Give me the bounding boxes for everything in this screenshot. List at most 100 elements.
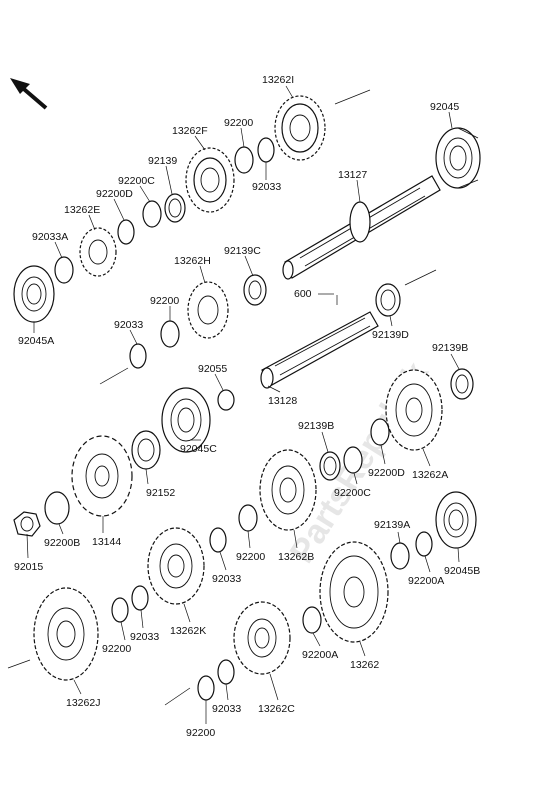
label-13262H: 13262H — [174, 255, 211, 267]
label-92200D: 92200D — [96, 188, 133, 200]
label-13127: 13127 — [338, 169, 367, 181]
label-92139B: 92139B — [298, 420, 334, 432]
label-92033: 92033 — [252, 181, 281, 193]
washer-92200C — [142, 200, 162, 228]
label-92015: 92015 — [14, 561, 43, 573]
oring-92055 — [217, 389, 235, 411]
needle-bearing-92139A — [390, 542, 410, 570]
label-92200: 92200 — [186, 727, 215, 739]
label-92033: 92033 — [130, 631, 159, 643]
circlip-92033 — [209, 527, 227, 553]
gear-13262B — [259, 449, 317, 531]
washer-92200D — [370, 418, 390, 446]
washer-92200 — [111, 597, 129, 623]
label-13262B: 13262B — [278, 551, 314, 563]
guide-line — [164, 687, 191, 706]
label-92139C: 92139C — [224, 245, 261, 257]
label-92200: 92200 — [102, 643, 131, 655]
label-92045A: 92045A — [18, 335, 54, 347]
label-13262E: 13262E — [64, 204, 100, 216]
label-13262A: 13262A — [412, 469, 448, 481]
guide-line — [99, 367, 129, 385]
label-92139A: 92139A — [374, 519, 410, 531]
part-labels: 13262I 92045 92200 13262F 92139 92033 13… — [14, 74, 480, 739]
bearing-92045 — [435, 127, 481, 189]
label-92045C: 92045C — [180, 443, 217, 455]
label-92045: 92045 — [430, 101, 459, 113]
gear-13262 — [319, 541, 389, 643]
label-92033: 92033 — [212, 573, 241, 585]
gear-13262I — [274, 95, 326, 161]
washer-92200A — [302, 606, 322, 634]
collar-92152 — [131, 430, 161, 470]
label-92200C: 92200C — [118, 175, 155, 187]
label-92200A: 92200A — [302, 649, 338, 661]
label-92055: 92055 — [198, 363, 227, 375]
label-13262J: 13262J — [66, 697, 100, 709]
label-92200: 92200 — [150, 295, 179, 307]
guide-line — [7, 659, 31, 669]
washer-92200B — [44, 491, 70, 525]
washer-92200 — [234, 146, 254, 174]
needle-bearing-92139 — [164, 193, 186, 223]
label-92033: 92033 — [114, 319, 143, 331]
needle-bearing-92139B — [450, 368, 474, 400]
gear-13262C — [233, 601, 291, 675]
label-13262F: 13262F — [172, 125, 208, 137]
direction-arrow-icon — [10, 78, 48, 110]
bearing-92045B — [435, 491, 477, 549]
label-13262C: 13262C — [258, 703, 295, 715]
nut-92015 — [13, 511, 41, 537]
label-92200: 92200 — [236, 551, 265, 563]
washer-92200 — [160, 320, 180, 348]
label-13262K: 13262K — [170, 625, 206, 637]
shaft-13127 — [282, 175, 441, 280]
washer-92200C — [343, 446, 363, 474]
label-13144: 13144 — [92, 536, 121, 548]
label-92200A: 92200A — [408, 575, 444, 587]
washer-92200 — [238, 504, 258, 532]
gear-13262J — [33, 587, 99, 681]
label-92200C: 92200C — [334, 487, 371, 499]
circlip-92033 — [217, 659, 235, 685]
label-92033A: 92033A — [32, 231, 68, 243]
axis-guides — [7, 89, 437, 706]
gear-13262A — [385, 369, 443, 451]
label-600: 600 — [294, 288, 312, 300]
label-92045B: 92045B — [444, 565, 480, 577]
label-92152: 92152 — [146, 487, 175, 499]
circlip-92033 — [129, 343, 147, 369]
label-92139B: 92139B — [432, 342, 468, 354]
washer-92200A — [415, 531, 433, 557]
circlip-92033A — [54, 256, 74, 284]
bearing-92045C — [161, 387, 211, 453]
label-92200B: 92200B — [44, 537, 80, 549]
washer-92200 — [197, 675, 215, 701]
washer-92200D — [117, 219, 135, 245]
sprocket-13144 — [71, 435, 133, 517]
circlip-92033 — [257, 137, 275, 163]
gear-13262K — [147, 527, 205, 605]
sleeve-92139D — [375, 283, 401, 317]
label-13262: 13262 — [350, 659, 379, 671]
label-13262I: 13262I — [262, 74, 294, 86]
circlip-92033 — [131, 585, 149, 611]
bearing-92045A — [13, 265, 55, 323]
gear-13262E — [79, 227, 117, 277]
guide-line — [334, 89, 371, 105]
label-13128: 13128 — [268, 395, 297, 407]
shaft-13128 — [260, 311, 379, 389]
leader-lines — [26, 85, 460, 724]
gear-13262F — [185, 147, 235, 213]
label-92200D: 92200D — [368, 467, 405, 479]
label-92033: 92033 — [212, 703, 241, 715]
label-92200: 92200 — [224, 117, 253, 129]
label-92139D: 92139D — [372, 329, 409, 341]
label-92139: 92139 — [148, 155, 177, 167]
guide-line — [404, 269, 437, 286]
needle-bearing-92139B — [319, 451, 341, 481]
gear-13262H — [187, 281, 229, 339]
sleeve-92139C — [243, 274, 267, 306]
